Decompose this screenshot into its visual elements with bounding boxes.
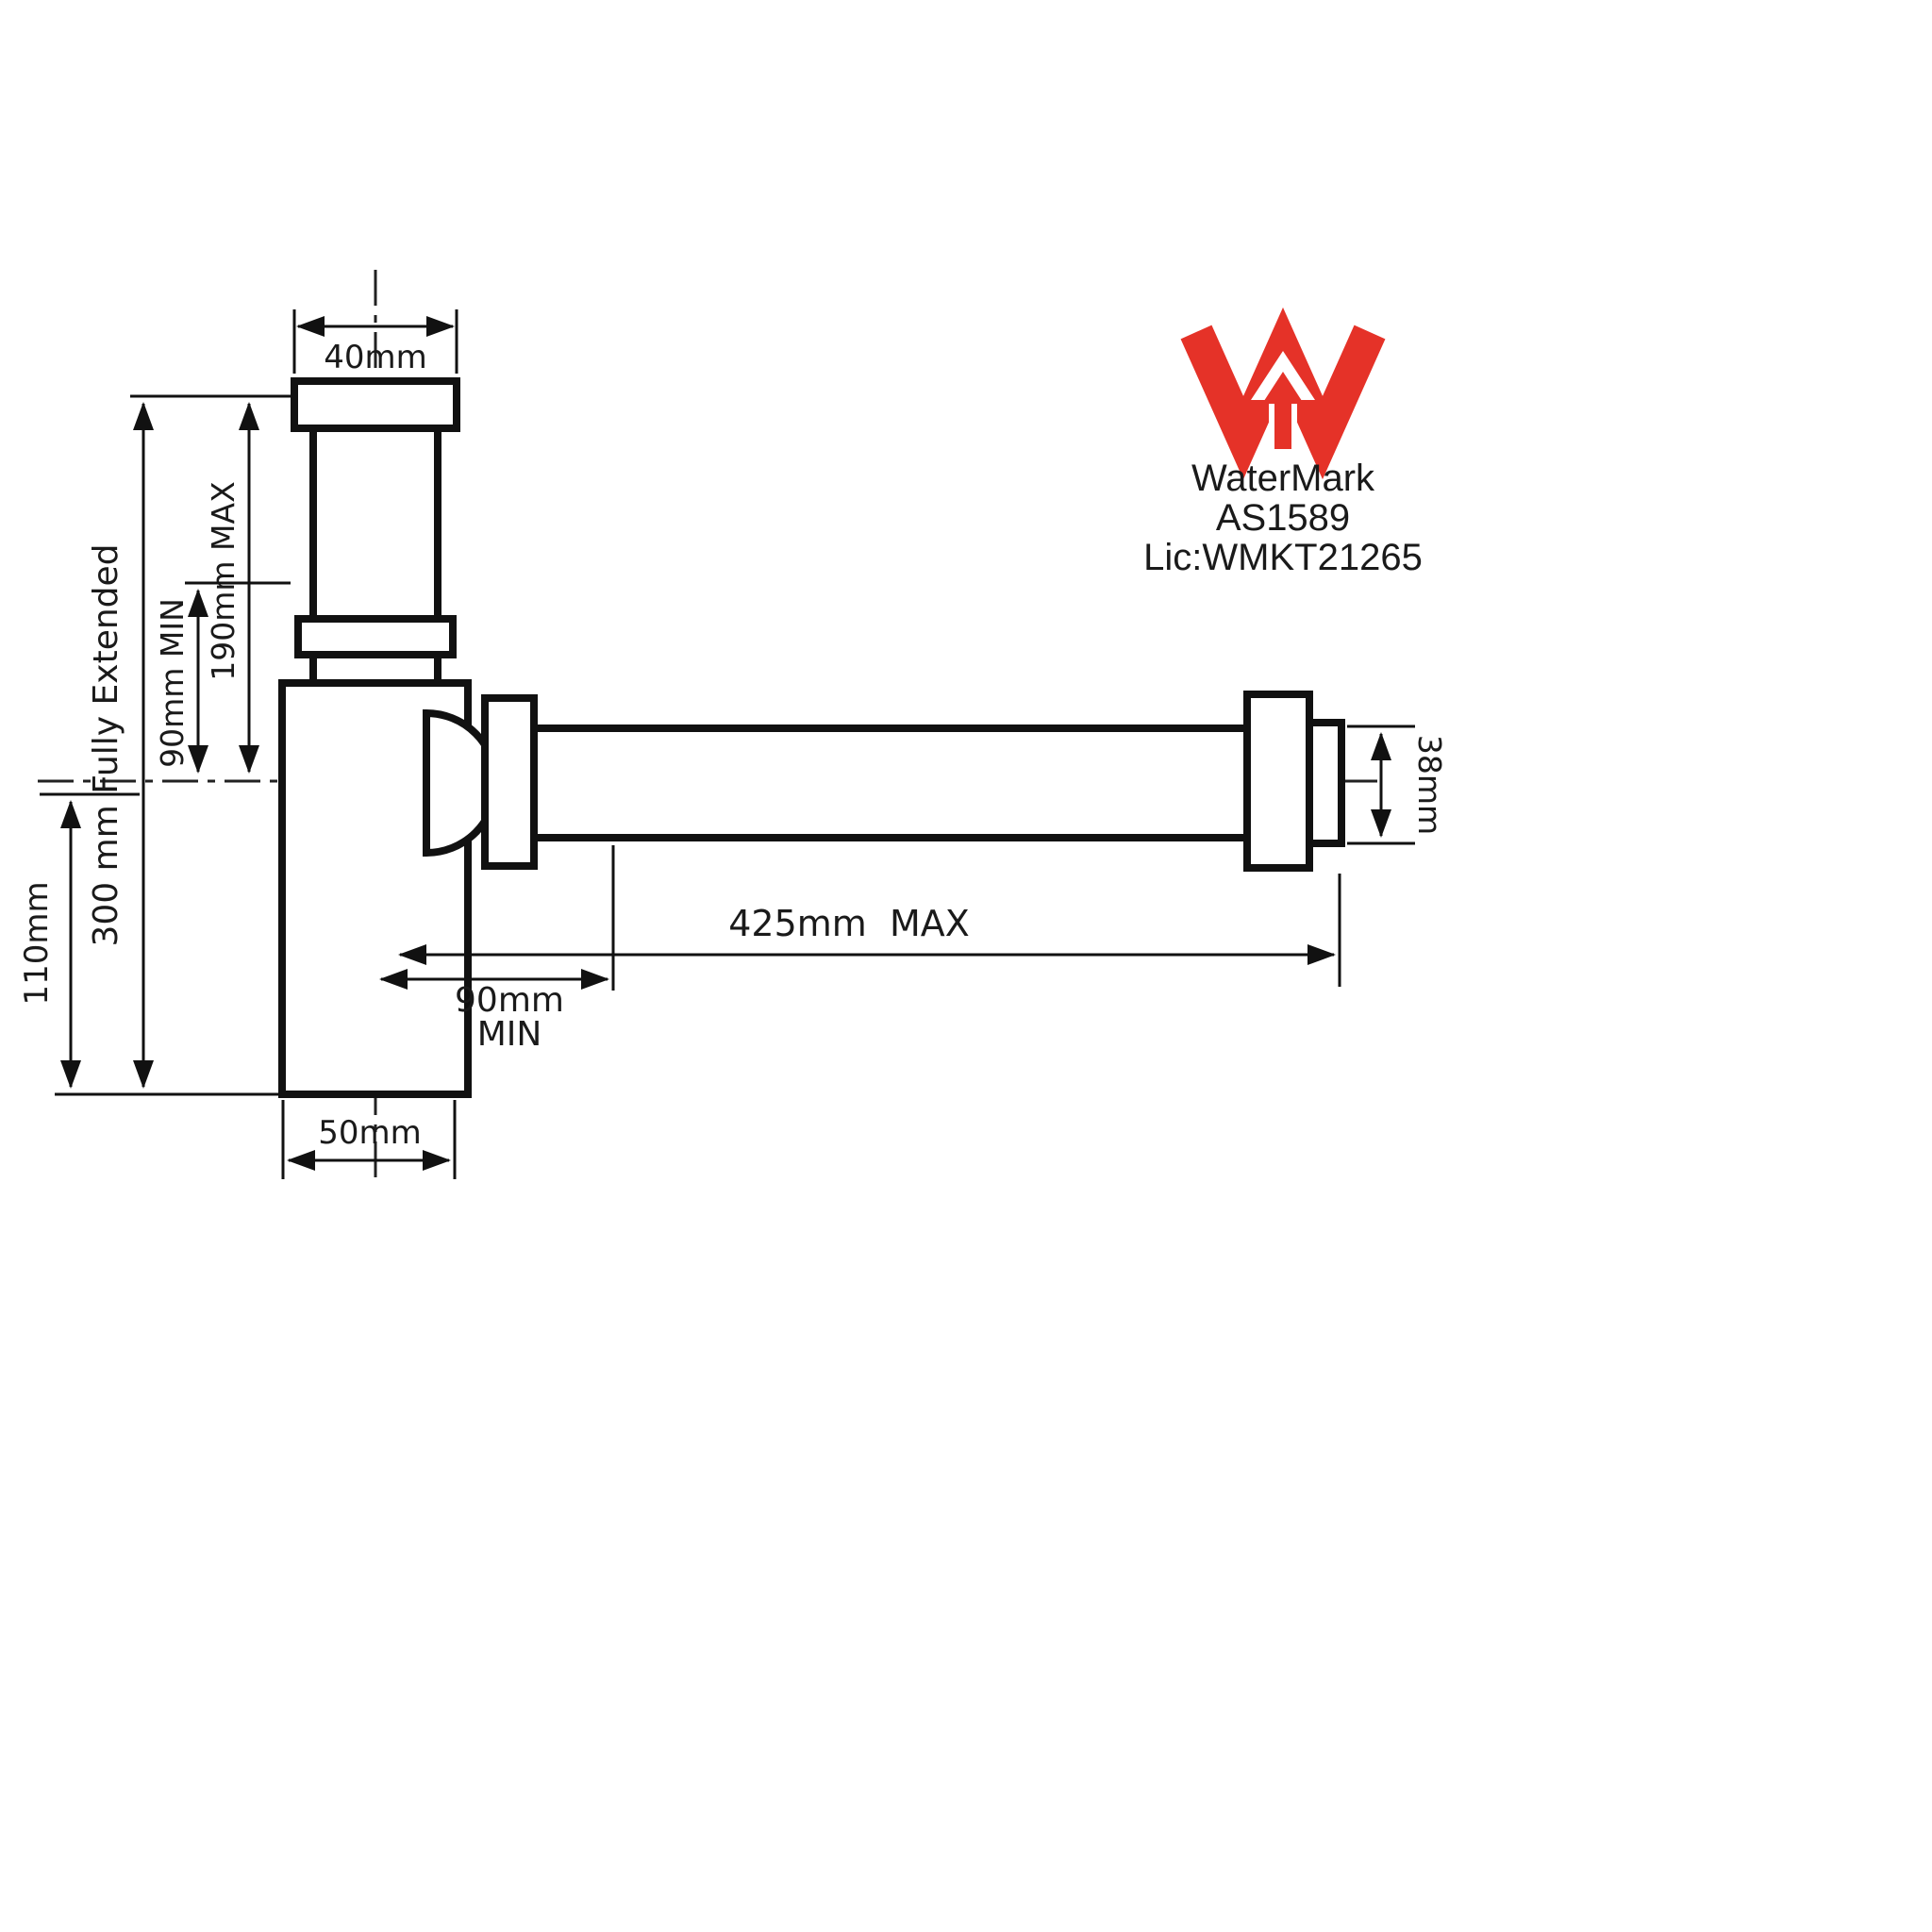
- dim-run-max-label: 425mm MAX: [728, 903, 970, 944]
- inlet-riser-pipe: [309, 425, 441, 623]
- dim-body-height: 110mm: [18, 792, 279, 1096]
- dim-run-min-qualifier: MIN: [477, 1015, 542, 1054]
- outlet-end-spigot: [1306, 719, 1345, 847]
- dim-riser-max-label: 190mm MAX: [205, 481, 242, 680]
- dim-body-width: 50mm: [281, 1100, 457, 1179]
- bottle-trap-body: [278, 377, 1345, 1098]
- dim-riser-min: 90mm MIN: [154, 581, 291, 774]
- dim-body-height-label: 110mm: [18, 881, 56, 1005]
- inlet-top-flange: [291, 377, 460, 432]
- watermark-standard: AS1589: [1216, 497, 1350, 539]
- dim-outlet-diameter: 38mm: [1347, 724, 1448, 845]
- dim-run-min: 90mm MIN: [379, 969, 609, 1054]
- dim-inlet-width-label: 40mm: [324, 339, 427, 376]
- inlet-collar: [309, 651, 441, 687]
- watermark-name: WaterMark: [1191, 458, 1375, 499]
- dim-fully-extended: 300 mm Fully Extended: [87, 402, 154, 1089]
- watermark-w-logo-icon: [1180, 307, 1386, 480]
- watermark-certification: WaterMark AS1589 Lic:WMKT21265: [1143, 307, 1423, 578]
- dim-run-min-value: 90mm: [455, 981, 564, 1020]
- outlet-horizontal-pipe: [530, 724, 1251, 841]
- watermark-licence: Lic:WMKT21265: [1143, 537, 1423, 578]
- watermark-w-stroke: [1180, 307, 1386, 480]
- dim-outlet-diameter-label: 38mm: [1411, 735, 1448, 835]
- dim-riser-max: 190mm MAX: [130, 394, 291, 774]
- outlet-right-nut: [1243, 691, 1313, 872]
- outlet-left-nut: [481, 694, 538, 870]
- dim-inlet-width: 40mm: [292, 309, 458, 376]
- dim-run-max: 425mm MAX: [398, 845, 1341, 991]
- dim-body-width-label: 50mm: [318, 1114, 422, 1152]
- dim-fully-extended-label: 300 mm Fully Extended: [87, 543, 125, 946]
- watermark-up-arrow-icon: [1262, 372, 1304, 449]
- inlet-mid-flange: [294, 615, 457, 658]
- dim-riser-min-label: 90mm MIN: [154, 598, 191, 768]
